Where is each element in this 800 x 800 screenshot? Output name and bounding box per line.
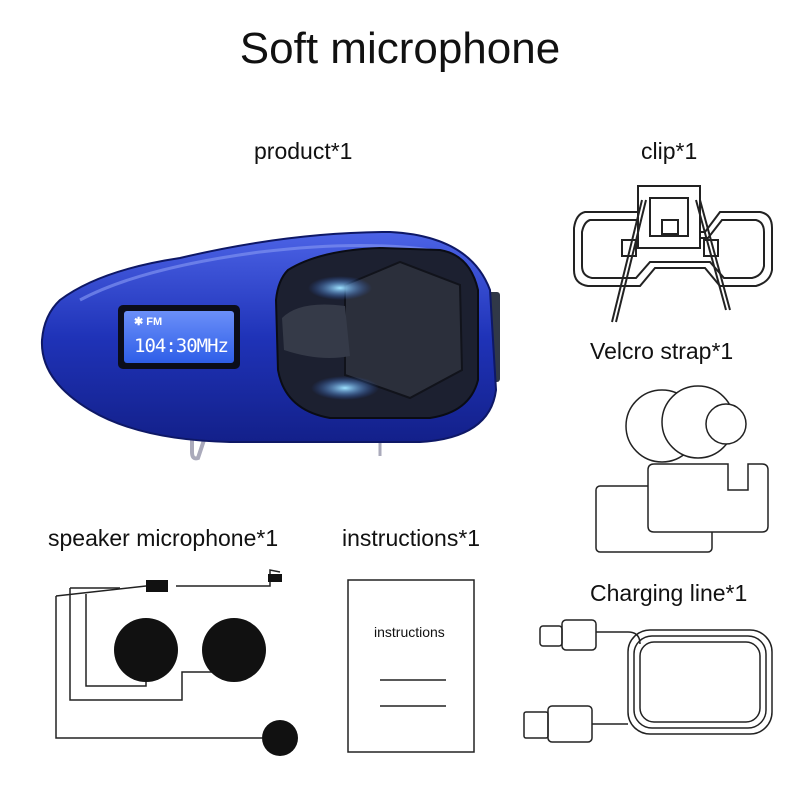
page-title: Soft microphone xyxy=(239,24,561,73)
booklet-title: instructions xyxy=(374,624,445,640)
device-screen-frequency: 104:30MHz xyxy=(134,335,229,357)
label-clip: clip*1 xyxy=(641,138,698,164)
label-instructions: instructions*1 xyxy=(342,525,481,551)
label-product: product*1 xyxy=(254,138,353,164)
label-velcro-strap: Velcro strap*1 xyxy=(590,338,734,364)
device-screen-icons: ✱ FM xyxy=(134,316,163,328)
label-speaker-microphone: speaker microphone*1 xyxy=(48,525,279,551)
label-charging-line: Charging line*1 xyxy=(590,580,748,606)
